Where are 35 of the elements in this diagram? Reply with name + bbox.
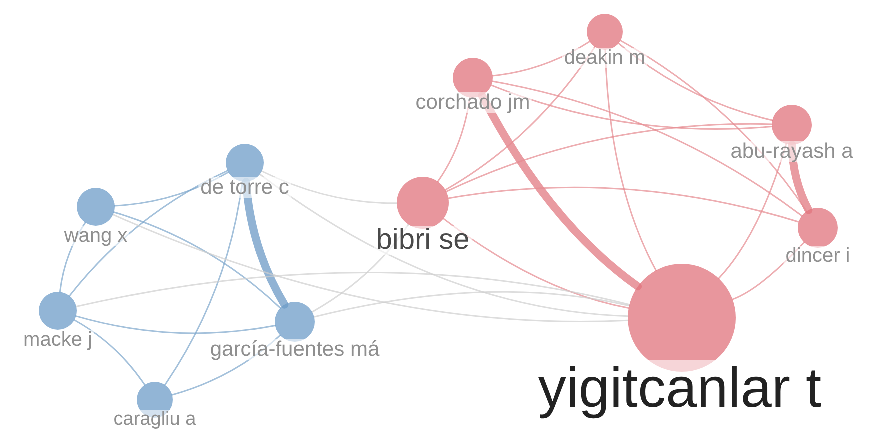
link-line [478, 92, 642, 291]
link-line [164, 181, 244, 386]
link-line [732, 242, 806, 300]
node-label: bibri se [374, 226, 472, 255]
link-line [259, 174, 629, 318]
link-line [59, 222, 86, 293]
node-label: wang x [62, 226, 130, 246]
link-line [492, 40, 591, 77]
link-line [76, 272, 630, 308]
node-label: deakin m [562, 48, 648, 68]
link-line [314, 291, 630, 318]
link-line [618, 42, 774, 122]
node-label: macke j [22, 330, 94, 350]
link-line [448, 186, 800, 223]
link-line [113, 212, 282, 309]
link-line [261, 170, 398, 204]
link-line [312, 224, 410, 313]
link-line [492, 80, 803, 217]
link-line [442, 218, 630, 309]
node-label: corchado jm [414, 92, 532, 113]
link-line [172, 334, 282, 396]
node-label: de torre c [198, 177, 292, 198]
node-label: garcía-fuentes má [208, 339, 382, 360]
link-line [114, 172, 230, 207]
link-line [444, 46, 596, 191]
link-line [76, 316, 276, 334]
node-label: abu-rayash a [728, 141, 856, 162]
link-line [718, 143, 788, 280]
link-line [604, 49, 657, 272]
link-line [74, 319, 146, 386]
link-line [490, 84, 773, 130]
node-label: caragliu a [112, 410, 198, 429]
link-line [446, 123, 773, 193]
link-line [68, 170, 228, 297]
link-line [112, 214, 629, 322]
